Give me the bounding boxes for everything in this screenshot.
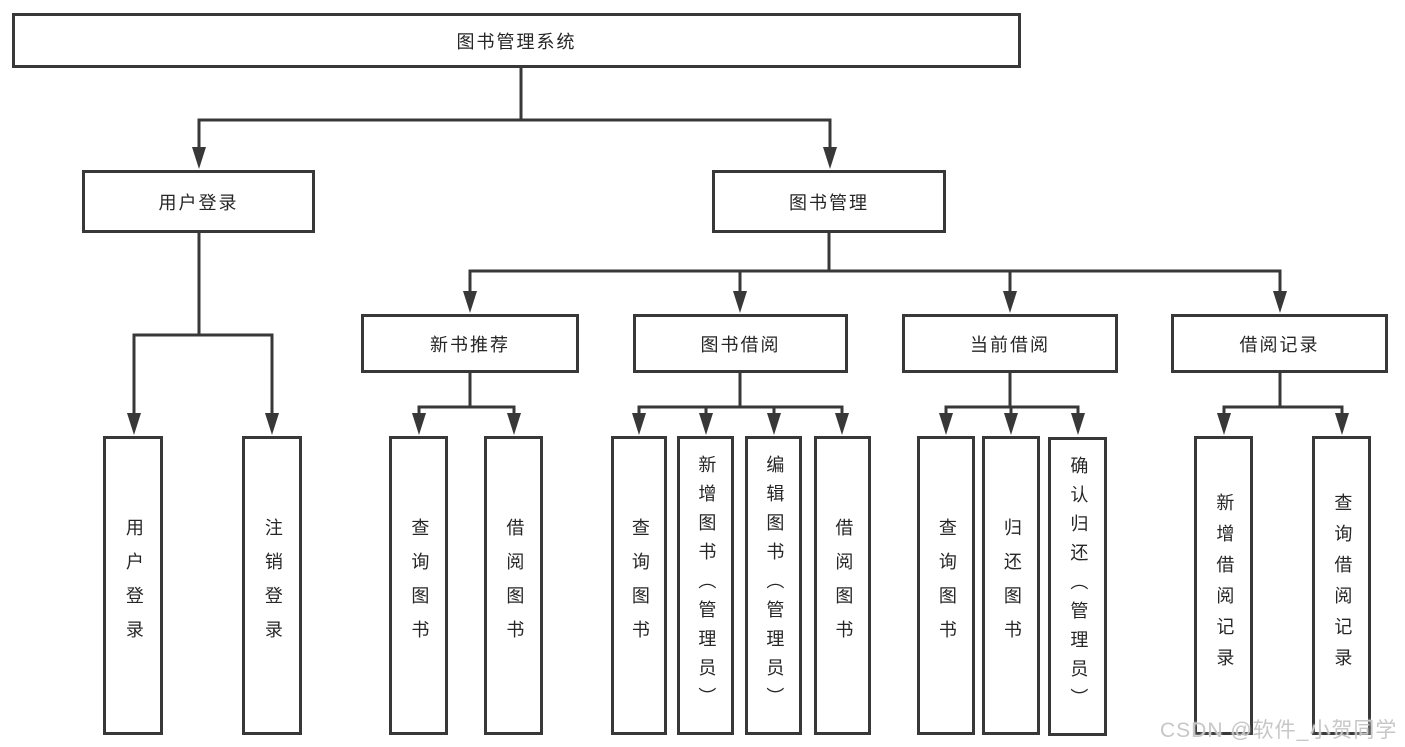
node-book-management: 图书管理 — [712, 170, 946, 233]
csdn-watermark: CSDN @软件_小贺同学 — [1160, 719, 1398, 742]
node-current-borrowing: 当前借阅 — [902, 314, 1118, 373]
arrowhead-icon — [1003, 291, 1017, 313]
node-label: 用户登录 — [158, 192, 239, 213]
leaf-query-books: 查询图书 — [611, 436, 667, 735]
connector-line — [468, 229, 1282, 296]
arrowhead-icon — [1335, 413, 1349, 435]
node-library-management-system: 图书管理系统 — [12, 13, 1021, 68]
arrowhead-icon — [939, 413, 953, 435]
node-label: 借阅记录 — [1239, 334, 1320, 355]
arrowhead-icon — [699, 413, 713, 435]
arrowhead-icon — [192, 147, 206, 169]
node-label: 新书推荐 — [430, 334, 510, 355]
leaf-label: 用户登录 — [123, 517, 144, 654]
arrowhead-icon — [463, 291, 477, 313]
node-label: 图书管理 — [789, 192, 869, 213]
leaf-label: 归还图书 — [1001, 517, 1022, 654]
leaf-label: 借阅图书 — [833, 517, 854, 654]
arrowhead-icon — [1004, 413, 1018, 435]
node-label: 当前借阅 — [970, 334, 1050, 355]
leaf-borrow-books: 借阅图书 — [814, 436, 871, 735]
leaf-user-login: 用户登录 — [103, 436, 163, 735]
arrowhead-icon — [767, 413, 781, 435]
leaf-confirm-return-admin: 确认归还（管理员） — [1048, 437, 1107, 736]
connector-line — [944, 369, 1080, 418]
node-user-login: 用户登录 — [82, 170, 315, 233]
leaf-label: 确认归还（管理员） — [1068, 456, 1089, 717]
connector-line — [637, 369, 844, 418]
leaf-add-borrow-record: 新增借阅记录 — [1194, 436, 1253, 735]
node-label: 图书借阅 — [700, 334, 781, 355]
arrowhead-icon — [835, 413, 849, 435]
arrowhead-icon — [1273, 291, 1287, 313]
connector-line — [417, 369, 516, 418]
node-new-book-recommendation: 新书推荐 — [361, 314, 579, 373]
arrowhead-icon — [265, 413, 279, 435]
arrowhead-icon — [1071, 413, 1085, 435]
leaf-label: 注销登录 — [262, 517, 283, 654]
leaf-query-books: 查询图书 — [917, 436, 975, 735]
leaf-query-borrow-record: 查询借阅记录 — [1312, 436, 1371, 735]
arrowhead-icon — [507, 413, 521, 435]
node-book-borrowing: 图书借阅 — [633, 314, 848, 373]
leaf-label: 借阅图书 — [504, 517, 525, 654]
leaf-logout: 注销登录 — [242, 436, 302, 735]
arrowhead-icon — [127, 413, 141, 435]
arrowhead-icon — [733, 291, 747, 313]
leaf-label: 查询借阅记录 — [1332, 492, 1353, 679]
leaf-label: 查询图书 — [409, 517, 430, 654]
arrowhead-icon — [823, 147, 837, 169]
leaf-add-book-admin: 新增图书（管理员） — [677, 436, 734, 735]
leaf-return-books: 归还图书 — [982, 436, 1040, 735]
leaf-label: 新增图书（管理员） — [696, 455, 717, 716]
connector-line — [197, 64, 832, 152]
leaf-borrow-books: 借阅图书 — [484, 436, 543, 735]
node-label: 图书管理系统 — [456, 31, 577, 52]
leaf-edit-book-admin: 编辑图书（管理员） — [745, 436, 802, 735]
node-borrowing-records: 借阅记录 — [1171, 314, 1388, 373]
leaf-label: 查询图书 — [936, 517, 957, 654]
leaf-query-books: 查询图书 — [389, 436, 448, 735]
arrowhead-icon — [632, 413, 646, 435]
connector-line — [1222, 369, 1344, 418]
connector-line — [132, 229, 274, 418]
leaf-label: 查询图书 — [629, 517, 650, 654]
arrowhead-icon — [412, 413, 426, 435]
arrowhead-icon — [1217, 413, 1231, 435]
leaf-label: 编辑图书（管理员） — [764, 455, 785, 716]
leaf-label: 新增借阅记录 — [1214, 492, 1235, 679]
